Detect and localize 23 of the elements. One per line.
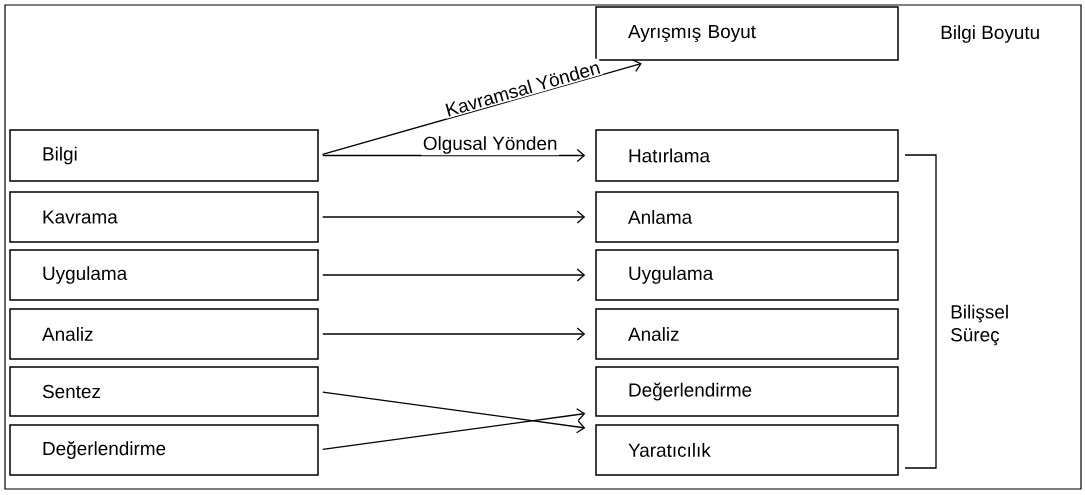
process-box: Değerlendirme: [9, 424, 319, 476]
process-box: Uygulama: [9, 249, 319, 301]
arrow: [322, 148, 586, 163]
arrow: [322, 327, 586, 341]
process-box: Değerlendirme: [595, 366, 899, 417]
process-box: Analiz: [9, 308, 319, 360]
arrow: [322, 408, 586, 451]
arrow: [321, 59, 642, 156]
arrow: [322, 391, 586, 434]
label: Bilişsel Süreç: [951, 304, 1008, 346]
label: Bilgi Boyutu: [941, 25, 1039, 43]
arrow: [322, 268, 586, 282]
process-box: Anlama: [595, 191, 899, 243]
process-box: Ayrışmış Boyut: [595, 6, 899, 61]
process-box: Yaratıcılık: [595, 424, 899, 476]
process-box: Uygulama: [595, 249, 899, 301]
process-box: Kavrama: [9, 191, 319, 243]
process-box: Hatırlama: [595, 129, 899, 182]
process-box: Sentez: [9, 366, 319, 417]
arrow: [322, 210, 586, 224]
process-box: Bilgi: [9, 129, 319, 182]
process-box: Analiz: [595, 308, 899, 360]
edge-label: Olgusal Yönden: [421, 134, 560, 156]
